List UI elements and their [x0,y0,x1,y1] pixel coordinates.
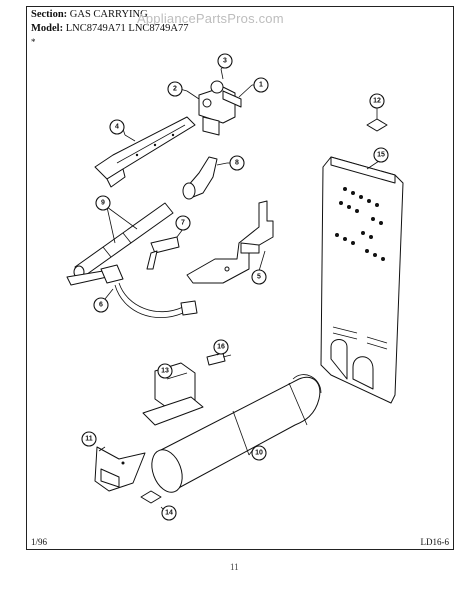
callout-14: 14 [161,505,177,521]
svg-text:10: 10 [255,450,263,457]
gas-valve-assembly [186,68,253,136]
callout-8: 8 [229,155,245,171]
section-label: Section: [31,9,68,20]
callout-10: 10 [251,445,267,461]
callout-2: 2 [167,81,183,97]
clip [206,352,232,366]
svg-text:3: 3 [223,58,227,65]
callout-1: 1 [253,77,269,93]
heater-bracket [142,362,204,426]
combustion-cylinder [151,374,322,493]
burner-tube [73,202,174,279]
callout-13: 13 [157,363,173,379]
burner-support-bracket [186,200,274,284]
watermark: AppliancePartsPros.com [137,11,284,26]
svg-text:11: 11 [85,436,93,443]
below-sheet-mark: 11 [230,562,239,572]
callout-16: 16 [213,339,229,355]
svg-text:8: 8 [235,160,239,167]
callout-11: 11 [81,431,97,447]
callout-15: 15 [373,147,389,163]
svg-text:15: 15 [377,152,385,159]
model-value: LNC8749A71 LNC8749A77 [65,23,189,34]
revision-date: 1/96 [31,537,48,547]
corner-mark: * [31,37,36,47]
callout-5: 5 [251,269,267,285]
svg-text:13: 13 [161,368,169,375]
igniter-bracket [146,236,180,270]
bottom-bracket [94,446,146,492]
igniter [66,264,198,318]
callout-4: 4 [109,119,125,135]
svg-text:9: 9 [101,200,105,207]
svg-text:5: 5 [257,274,261,281]
svg-text:2: 2 [173,86,177,93]
svg-text:16: 16 [217,344,225,351]
exploded-parts-diagram: 1 2 3 4 8 5 6 7 9 10 11 12 13 14 15 16 [66,53,404,521]
callout-9: 9 [95,195,111,211]
model-label: Model: [31,23,64,34]
callout-3: 3 [217,53,233,69]
section-value: GAS CARRYING [69,9,148,20]
callout-7: 7 [175,215,191,231]
svg-text:4: 4 [115,124,119,131]
svg-text:7: 7 [181,220,185,227]
svg-text:14: 14 [165,510,173,517]
svg-text:1: 1 [259,82,263,89]
svg-text:12: 12 [373,98,381,105]
vent-holes [335,187,385,261]
svg-text:6: 6 [99,302,103,309]
callout-12: 12 [369,93,385,109]
section-line: Section: GAS CARRYING [31,9,148,21]
combustion-panel [320,156,404,404]
manifold-bracket [94,116,196,188]
orifice-elbow [182,156,228,200]
model-line: Model: LNC8749A71 LNC8749A77 [31,23,189,35]
page-code: LD16-6 [420,537,450,547]
nut [140,490,162,504]
callout-6: 6 [93,297,109,313]
screw [366,111,388,132]
diagram-sheet: Section: GAS CARRYING Model: LNC8749A71 … [26,6,454,550]
